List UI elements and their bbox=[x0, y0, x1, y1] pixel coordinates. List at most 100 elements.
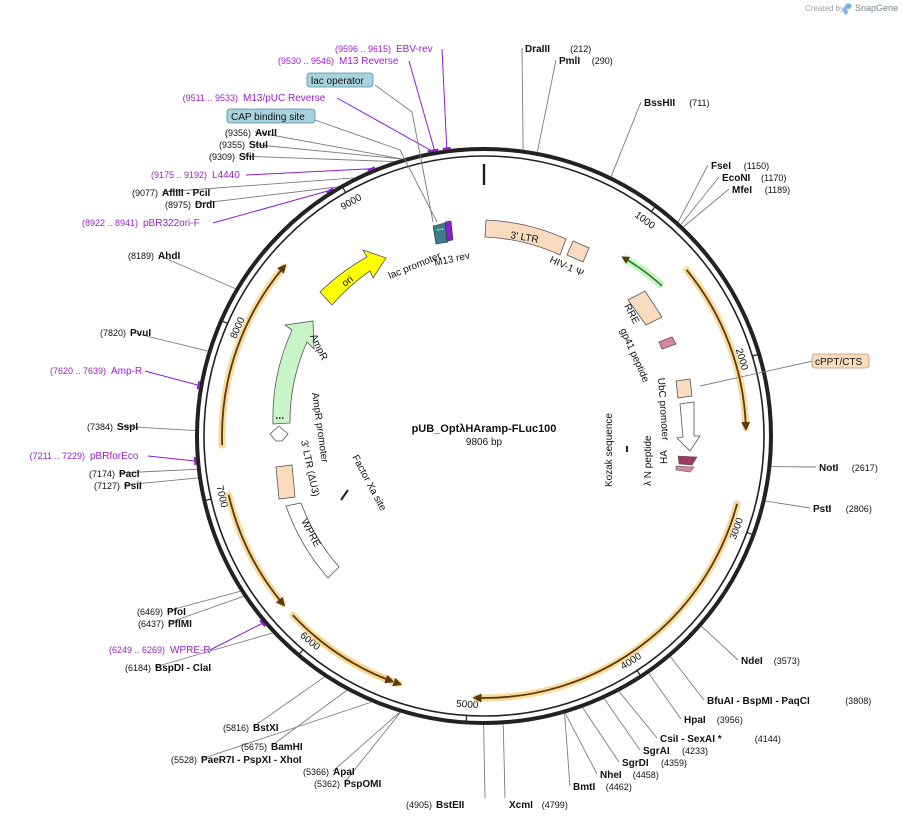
restriction-site[interactable]: PspOMI(5362) bbox=[314, 712, 401, 790]
orf-arrow[interactable] bbox=[292, 614, 395, 684]
restriction-site[interactable]: DrdI(8975) bbox=[165, 186, 338, 211]
restriction-site[interactable]: SgrDI(4359) bbox=[582, 707, 687, 769]
enzyme-position: (290) bbox=[592, 56, 613, 66]
primer[interactable]: pBRforEco(7211 .. 7229) bbox=[30, 451, 197, 466]
restriction-site[interactable]: HpaI(3956) bbox=[648, 673, 743, 726]
cap-binding-site-tag[interactable]: CAP binding site bbox=[226, 108, 316, 124]
restriction-site[interactable]: BspDI - ClaI(6184) bbox=[125, 632, 273, 674]
feature-wpre[interactable]: WPRE bbox=[285, 502, 340, 579]
feature-3-ltr[interactable]: 3' LTR bbox=[484, 219, 567, 256]
restriction-site[interactable]: CsiI - SexAI *(4144) bbox=[618, 691, 781, 745]
restriction-site[interactable]: PfoI(6469) bbox=[137, 590, 241, 618]
restriction-site[interactable]: SgrAI(4233) bbox=[603, 698, 708, 757]
orf-arrow[interactable] bbox=[221, 264, 287, 446]
restriction-site[interactable]: XcmI (4799) bbox=[502, 724, 568, 811]
enzyme-position: (6437) bbox=[138, 619, 164, 629]
feature-kozak-shape bbox=[626, 446, 628, 452]
enzyme-position: (1170) bbox=[761, 173, 786, 183]
enzyme-name: CsiI - SexAI * bbox=[660, 734, 722, 745]
feature-ampr-promoter-shape bbox=[269, 425, 289, 442]
feature-3-ltr-du3[interactable]: 3' LTR (ΔU3) bbox=[275, 439, 321, 500]
enzyme-name: DraIII bbox=[525, 44, 550, 55]
site-leader-line bbox=[254, 131, 402, 160]
restriction-site[interactable]: BamHI (5675) bbox=[241, 689, 348, 753]
feature-lambda-n-peptide[interactable]: λ N peptide bbox=[643, 435, 698, 486]
restriction-site[interactable]: PaeR7I - PspXI - XhoI(5528) bbox=[171, 701, 372, 766]
restriction-site[interactable]: BfuAI - BspMI - PaqCI(3808) bbox=[670, 656, 872, 707]
restriction-site[interactable]: DraIII(212) bbox=[521, 44, 591, 150]
feature-ha[interactable]: HA bbox=[659, 450, 695, 473]
primer-position: (7211 .. 7229) bbox=[30, 451, 85, 461]
site-leader-line bbox=[166, 590, 241, 612]
lac-operator-leader bbox=[374, 84, 434, 223]
site-leader-line bbox=[154, 632, 273, 668]
primer[interactable]: EBV-rev(9596 .. 9615) bbox=[335, 44, 451, 150]
restriction-site[interactable]: FseI(1150) bbox=[677, 161, 769, 223]
cppt-cts-text: cPPT/CTS bbox=[815, 357, 863, 368]
feature-factor-xa[interactable]: Factor Xa site bbox=[340, 453, 388, 513]
primer[interactable]: L4440(9175 .. 9192) bbox=[151, 166, 376, 181]
restriction-site[interactable]: EcoNI(1170) bbox=[680, 173, 786, 225]
site-leader-line bbox=[618, 691, 658, 739]
cppt-cts-tag[interactable]: cPPT/CTS bbox=[811, 353, 870, 369]
lac-operator-tag[interactable]: lac operator bbox=[306, 72, 374, 88]
enzyme-name: BfuAI - BspMI - PaqCI bbox=[707, 696, 810, 707]
enzyme-name: BstEII bbox=[436, 800, 465, 811]
feature-ori[interactable]: ori bbox=[319, 249, 387, 306]
restriction-site[interactable]: SspI(7384) bbox=[87, 422, 196, 433]
restriction-site[interactable]: PmlI(290) bbox=[536, 56, 613, 153]
restriction-site[interactable]: BmtI(4462) bbox=[564, 713, 632, 793]
restriction-site[interactable]: NotI(2617) bbox=[771, 463, 878, 474]
primer[interactable]: M13/pUC Reverse(9511 .. 9533) bbox=[183, 93, 436, 153]
restriction-site[interactable]: MfeI(1189) bbox=[683, 185, 790, 228]
restriction-site[interactable]: AhdI(8189) bbox=[128, 251, 236, 290]
feature-ha-label: HA bbox=[659, 450, 670, 464]
primer-name: M13/pUC Reverse bbox=[243, 93, 326, 104]
restriction-site[interactable]: SfiI(9309) bbox=[209, 152, 394, 163]
enzyme-name: ApaI bbox=[333, 767, 355, 778]
restriction-site[interactable]: PvuI(7820) bbox=[100, 328, 208, 352]
feature-ori-shape bbox=[319, 249, 387, 306]
feature-gp41-label: gp41 peptide bbox=[617, 327, 651, 385]
enzyme-position: (4799) bbox=[542, 800, 568, 810]
restriction-site[interactable]: AflIII - PciI(9077) bbox=[132, 177, 354, 199]
primer[interactable]: pBR322ori-F(8922 .. 8941) bbox=[82, 187, 334, 229]
feature-ha-shape bbox=[675, 465, 695, 473]
enzyme-position: (5528) bbox=[171, 755, 197, 765]
feature-kozak[interactable]: Kozak sequence bbox=[604, 413, 628, 487]
site-leader-line bbox=[270, 689, 348, 747]
enzyme-name: AflIII - PciI bbox=[162, 188, 211, 199]
enzyme-name: BamHI bbox=[271, 742, 303, 753]
restriction-site[interactable]: AvrII(9356) bbox=[225, 128, 402, 160]
restriction-site[interactable]: NdeI(3573) bbox=[701, 625, 800, 667]
restriction-site[interactable]: PflMI(6437) bbox=[138, 595, 244, 630]
restriction-site[interactable]: BssHII(711) bbox=[610, 98, 710, 177]
restriction-site[interactable]: ApaI(5366) bbox=[303, 712, 400, 778]
enzyme-name: XcmI bbox=[509, 800, 533, 811]
restriction-site[interactable]: BstEII(4905) bbox=[406, 724, 486, 811]
restriction-site[interactable]: PsiI(7127) bbox=[94, 477, 199, 492]
feature-rre[interactable]: RRE bbox=[621, 290, 663, 326]
feature-lac-promoter[interactable]: lac promoter bbox=[387, 222, 449, 282]
site-leader-line bbox=[343, 712, 401, 784]
restriction-site[interactable]: PacI(7174) bbox=[89, 468, 197, 480]
feature-gp41-peptide[interactable]: gp41 peptide bbox=[617, 327, 677, 385]
feature-cppt-cts-box[interactable] bbox=[675, 378, 693, 399]
orf-arrow[interactable] bbox=[685, 269, 751, 431]
enzyme-position: (5675) bbox=[241, 742, 267, 752]
primer[interactable]: Amp-R(7620 .. 7639) bbox=[50, 366, 201, 390]
primer-binding-mark bbox=[259, 619, 266, 627]
enzyme-name: DrdI bbox=[195, 200, 215, 211]
orf-arrow[interactable] bbox=[227, 494, 286, 607]
restriction-site[interactable]: StuI(9355) bbox=[219, 140, 402, 160]
enzyme-position: (4462) bbox=[606, 782, 632, 792]
restriction-site[interactable]: NheI(4458) bbox=[564, 713, 659, 781]
primer[interactable]: WPRE-R(6249 .. 6269) bbox=[109, 619, 266, 656]
restriction-site[interactable]: PstI(2806) bbox=[765, 500, 872, 515]
enzyme-name: PsiI bbox=[124, 481, 142, 492]
site-leader-line bbox=[610, 101, 642, 177]
enzyme-name: BssHII bbox=[644, 98, 675, 109]
restriction-site[interactable]: BstXI(5816) bbox=[223, 676, 325, 734]
feature-ubc-promoter[interactable]: UbC promoter bbox=[655, 377, 701, 452]
orf-arrow[interactable] bbox=[472, 503, 738, 703]
